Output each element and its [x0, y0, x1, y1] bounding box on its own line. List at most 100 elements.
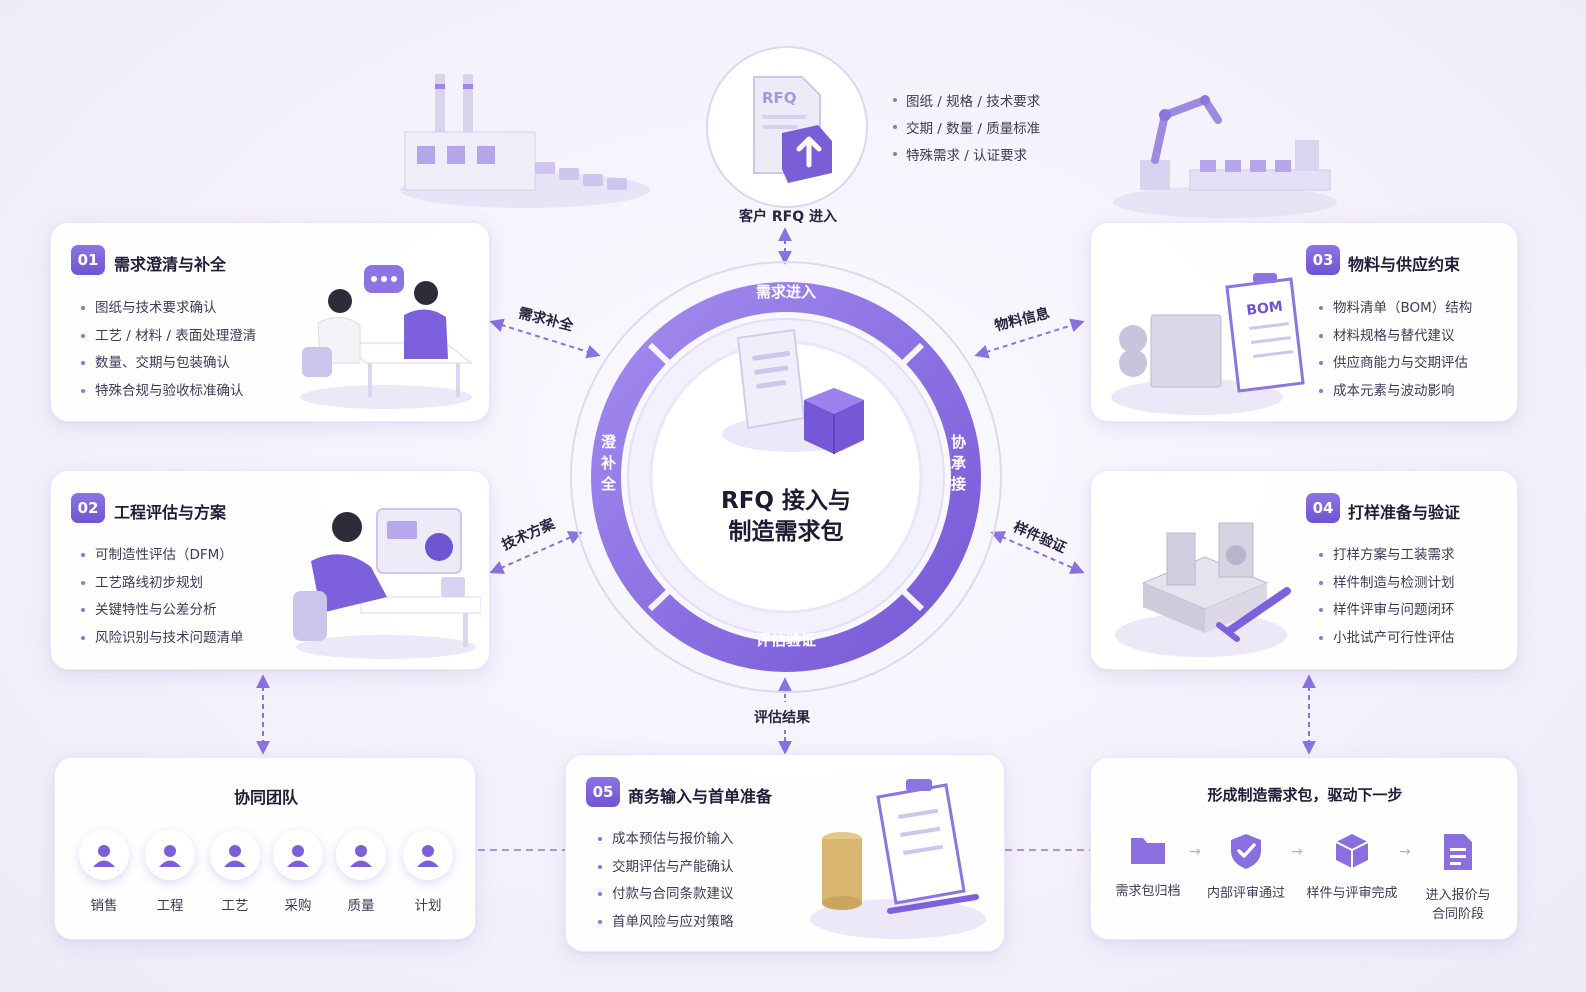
- team-card: 协同团队 销售 工程 工艺 采购 质量 计划: [54, 757, 476, 940]
- hub-outer-halo: [570, 261, 1002, 693]
- flow-arrow-right-bottom: [990, 531, 1085, 574]
- card-05-commercial-input: 05 商务输入与首单准备 成本预估与报价输入 交期评估与产能确认 付款与合同条款…: [565, 754, 1005, 952]
- next-step-quotation: 进入报价与 合同阶段: [1403, 832, 1513, 924]
- folder-icon: [1131, 838, 1165, 864]
- user-icon: [210, 830, 260, 880]
- user-icon: [273, 830, 323, 880]
- card-04-sample-validation: 04 打样准备与验证 打样方案与工装需求 样件制造与检测计划 样件评审与问题闭环…: [1090, 470, 1518, 670]
- card-05-badge: 05: [586, 777, 620, 807]
- list-item: 交期评估与产能确认: [596, 857, 734, 885]
- card-01-requirement-clarification: 01 需求澄清与补全 图纸与技术要求确认 工艺 / 材料 / 表面处理澄清 数量…: [50, 222, 490, 422]
- ring-label-left: 澄补全: [601, 433, 617, 493]
- next-step-label: 内部评审通过: [1191, 884, 1301, 903]
- team-member-label: 采购: [284, 898, 312, 914]
- package-icon: [1335, 834, 1369, 868]
- list-item: 材料规格与替代建议: [1317, 326, 1472, 354]
- list-item: 供应商能力与交期评估: [1317, 353, 1472, 381]
- list-item: 特殊需求 / 认证要求: [892, 144, 1040, 171]
- list-item: 样件评审与问题闭环: [1317, 600, 1455, 628]
- team-title: 协同团队: [233, 788, 298, 807]
- card-01-badge: 01: [71, 245, 105, 275]
- card-03-title: 物料与供应约束: [1348, 255, 1461, 274]
- list-item: 图纸与技术要求确认: [79, 298, 256, 326]
- team-member-label: 销售: [90, 898, 118, 914]
- list-item: 成本元素与波动影响: [1317, 381, 1472, 409]
- next-step-review: 内部评审通过: [1191, 832, 1301, 903]
- list-item: 打样方案与工装需求: [1317, 545, 1455, 573]
- list-item: 物料清单（BOM）结构: [1317, 298, 1472, 326]
- card-02-title: 工程评估与方案: [114, 503, 227, 522]
- next-step-label: 样件与评审完成: [1297, 884, 1407, 903]
- list-item: 付款与合同条款建议: [596, 884, 734, 912]
- card-01-title: 需求澄清与补全: [114, 255, 227, 274]
- material-bom-illustration: BOM: [1111, 273, 1305, 415]
- flow-arrow-right-top: [974, 318, 1085, 359]
- arrow-right-icon: →: [1399, 844, 1411, 860]
- customer-rfq-label: 客户 RFQ 进入: [739, 209, 837, 225]
- card-05-title: 商务输入与首单准备: [628, 787, 773, 806]
- list-item: 关键特性与公差分析: [79, 600, 244, 628]
- team-member-engineering: 工程: [135, 830, 205, 914]
- team-member-label: 质量: [347, 898, 375, 914]
- team-member-process: 工艺: [200, 830, 270, 914]
- user-icon: [336, 830, 386, 880]
- card-03-material-supply: BOM 03 物料与供应约束 物料清单（BOM）结构 材料规格与替代建议 供应商…: [1090, 222, 1518, 422]
- team-member-label: 工程: [156, 898, 184, 914]
- list-item: 特殊合规与验收标准确认: [79, 381, 256, 409]
- document-icon: [1444, 834, 1472, 870]
- ring-gap-marks: [647, 342, 925, 612]
- list-item: 首单风险与应对策略: [596, 912, 734, 940]
- list-item: 可制造性评估（DFM）: [79, 545, 244, 573]
- rfq-document-icon: RFQ: [753, 76, 832, 183]
- card-02-engineering-evaluation: 02 工程评估与方案 可制造性评估（DFM） 工艺路线初步规划 关键特性与公差分…: [50, 470, 490, 670]
- list-item: 图纸 / 规格 / 技术要求: [892, 90, 1040, 117]
- hub-title-line1: RFQ 接入与: [721, 488, 851, 514]
- rfq-requirement-list: 图纸 / 规格 / 技术要求 交期 / 数量 / 质量标准 特殊需求 / 认证要…: [892, 90, 1040, 171]
- meeting-illustration: [300, 265, 473, 409]
- team-member-sales: 销售: [69, 830, 139, 914]
- user-icon: [145, 830, 195, 880]
- card-04-title: 打样准备与验证: [1348, 503, 1461, 522]
- list-item: 工艺路线初步规划: [79, 573, 244, 601]
- list-item: 风险识别与技术问题清单: [79, 628, 244, 656]
- next-step-card: 形成制造需求包，驱动下一步 需求包归档 → 内部评审通过 → 样件与评审完成 →…: [1090, 757, 1518, 940]
- flow-arrow-left-top: [489, 318, 601, 359]
- list-item: 小批试产可行性评估: [1317, 628, 1455, 656]
- hub-title-line2: 制造需求包: [728, 519, 844, 545]
- hub-package-illustration: [722, 328, 864, 454]
- team-member-purchasing: 采购: [263, 830, 333, 914]
- list-item: 成本预估与报价输入: [596, 829, 734, 857]
- card-02-list: 可制造性评估（DFM） 工艺路线初步规划 关键特性与公差分析 风险识别与技术问题…: [79, 545, 244, 655]
- team-member-planning: 计划: [393, 830, 463, 914]
- next-step-label-line1: 内部评审通过: [1206, 886, 1285, 901]
- card-03-badge: 03: [1306, 245, 1340, 275]
- flow-label-bottom: 评估结果: [754, 710, 810, 726]
- robot-line-illustration: [1113, 95, 1337, 218]
- engineer-illustration: [293, 508, 481, 659]
- next-step-label: 需求包归档: [1093, 882, 1203, 901]
- rfq-icon-text: RFQ: [762, 89, 797, 107]
- arrow-right-icon: →: [1291, 844, 1303, 860]
- card-02-badge: 02: [71, 493, 105, 523]
- next-step-title: 形成制造需求包，驱动下一步: [1207, 786, 1403, 804]
- team-member-label: 工艺: [221, 898, 249, 914]
- user-icon: [403, 830, 453, 880]
- card-04-list: 打样方案与工装需求 样件制造与检测计划 样件评审与问题闭环 小批试产可行性评估: [1317, 545, 1455, 655]
- card-03-list: 物料清单（BOM）结构 材料规格与替代建议 供应商能力与交期评估 成本元素与波动…: [1317, 298, 1472, 408]
- bom-label: BOM: [1246, 299, 1284, 319]
- team-member-label: 计划: [414, 898, 442, 914]
- card-05-list: 成本预估与报价输入 交期评估与产能确认 付款与合同条款建议 首单风险与应对策略: [596, 829, 734, 939]
- ring-label-bottom: 评估验证: [755, 631, 816, 649]
- next-step-label-line2: 合同阶段: [1431, 907, 1484, 922]
- next-step-sample-complete: 样件与评审完成: [1297, 832, 1407, 903]
- next-step-label: 进入报价与 合同阶段: [1403, 886, 1513, 924]
- contract-coins-illustration: [810, 779, 986, 939]
- ring-label-right: 协承接: [951, 433, 967, 493]
- user-icon: [79, 830, 129, 880]
- hub-ring-track: [591, 282, 981, 672]
- next-step-label-line1: 进入报价与: [1425, 888, 1491, 903]
- arrow-right-icon: →: [1189, 844, 1201, 860]
- card-01-list: 图纸与技术要求确认 工艺 / 材料 / 表面处理澄清 数量、交期与包装确认 特殊…: [79, 298, 256, 408]
- hub-title: RFQ 接入与 制造需求包: [686, 486, 886, 548]
